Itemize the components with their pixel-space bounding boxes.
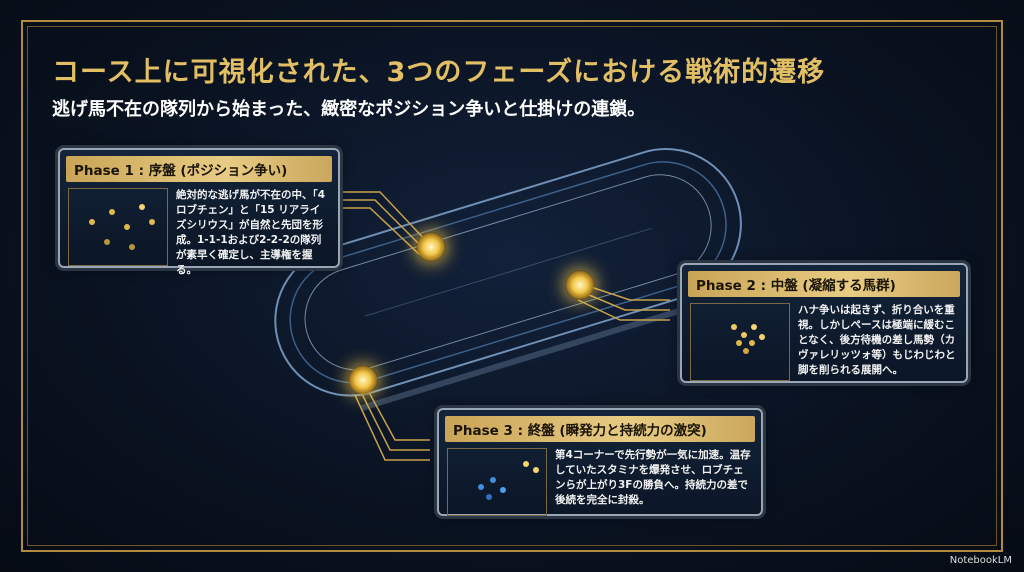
phase-1-marker bbox=[416, 232, 446, 262]
formation-dots-icon bbox=[68, 188, 168, 266]
page-subtitle: 逃げ馬不在の隊列から始まった、緻密なポジション争いと仕掛けの連鎖。 bbox=[52, 99, 646, 120]
phase-1-description: 絶対的な逃げ馬が不在の中、「4 ロブチェン」と「15 リアライズシリウス」が自然… bbox=[176, 189, 326, 276]
inner-frame bbox=[27, 26, 997, 546]
phase-2-card: Phase 2 : 中盤 (凝縮する馬群) ハナ争いは起きず、折り合いを重視。し… bbox=[680, 263, 968, 383]
page-title: コース上に可視化された、3つのフェーズにおける戦術的遷移 bbox=[52, 57, 826, 88]
phase-3-description: 第4コーナーで先行勢が一気に加速。温存していたスタミナを爆発させ、ロブチェンらが… bbox=[555, 449, 751, 506]
phase-3-marker bbox=[348, 365, 378, 395]
phase-2-description: ハナ争いは起きず、折り合いを重視。しかしペースは極端に緩むことなく、後方待機の差… bbox=[798, 304, 956, 376]
notebooklm-logo: NotebookLM bbox=[949, 555, 1012, 566]
phase-3-card: Phase 3 : 終盤 (瞬発力と持続力の激突) 第4コーナーで先行勢が一気に… bbox=[437, 408, 763, 516]
phase-2-marker bbox=[565, 270, 595, 300]
pack-cluster-icon bbox=[690, 303, 790, 381]
outer-frame bbox=[21, 20, 1003, 552]
phase-3-heading: Phase 3 : 終盤 (瞬発力と持続力の激突) bbox=[445, 416, 755, 442]
phase-1-card: Phase 1 : 序盤 (ポジション争い) 絶対的な逃げ馬が不在の中、「4 ロ… bbox=[58, 148, 340, 276]
track-outer bbox=[274, 148, 742, 397]
phase-2-heading: Phase 2 : 中盤 (凝縮する馬群) bbox=[688, 271, 960, 297]
track-middle bbox=[289, 161, 727, 384]
acceleration-speedometer-icon bbox=[447, 448, 547, 516]
circuit-lines bbox=[340, 191, 670, 461]
phase-1-heading: Phase 1 : 序盤 (ポジション争い) bbox=[66, 156, 332, 182]
track-inner bbox=[304, 174, 712, 371]
